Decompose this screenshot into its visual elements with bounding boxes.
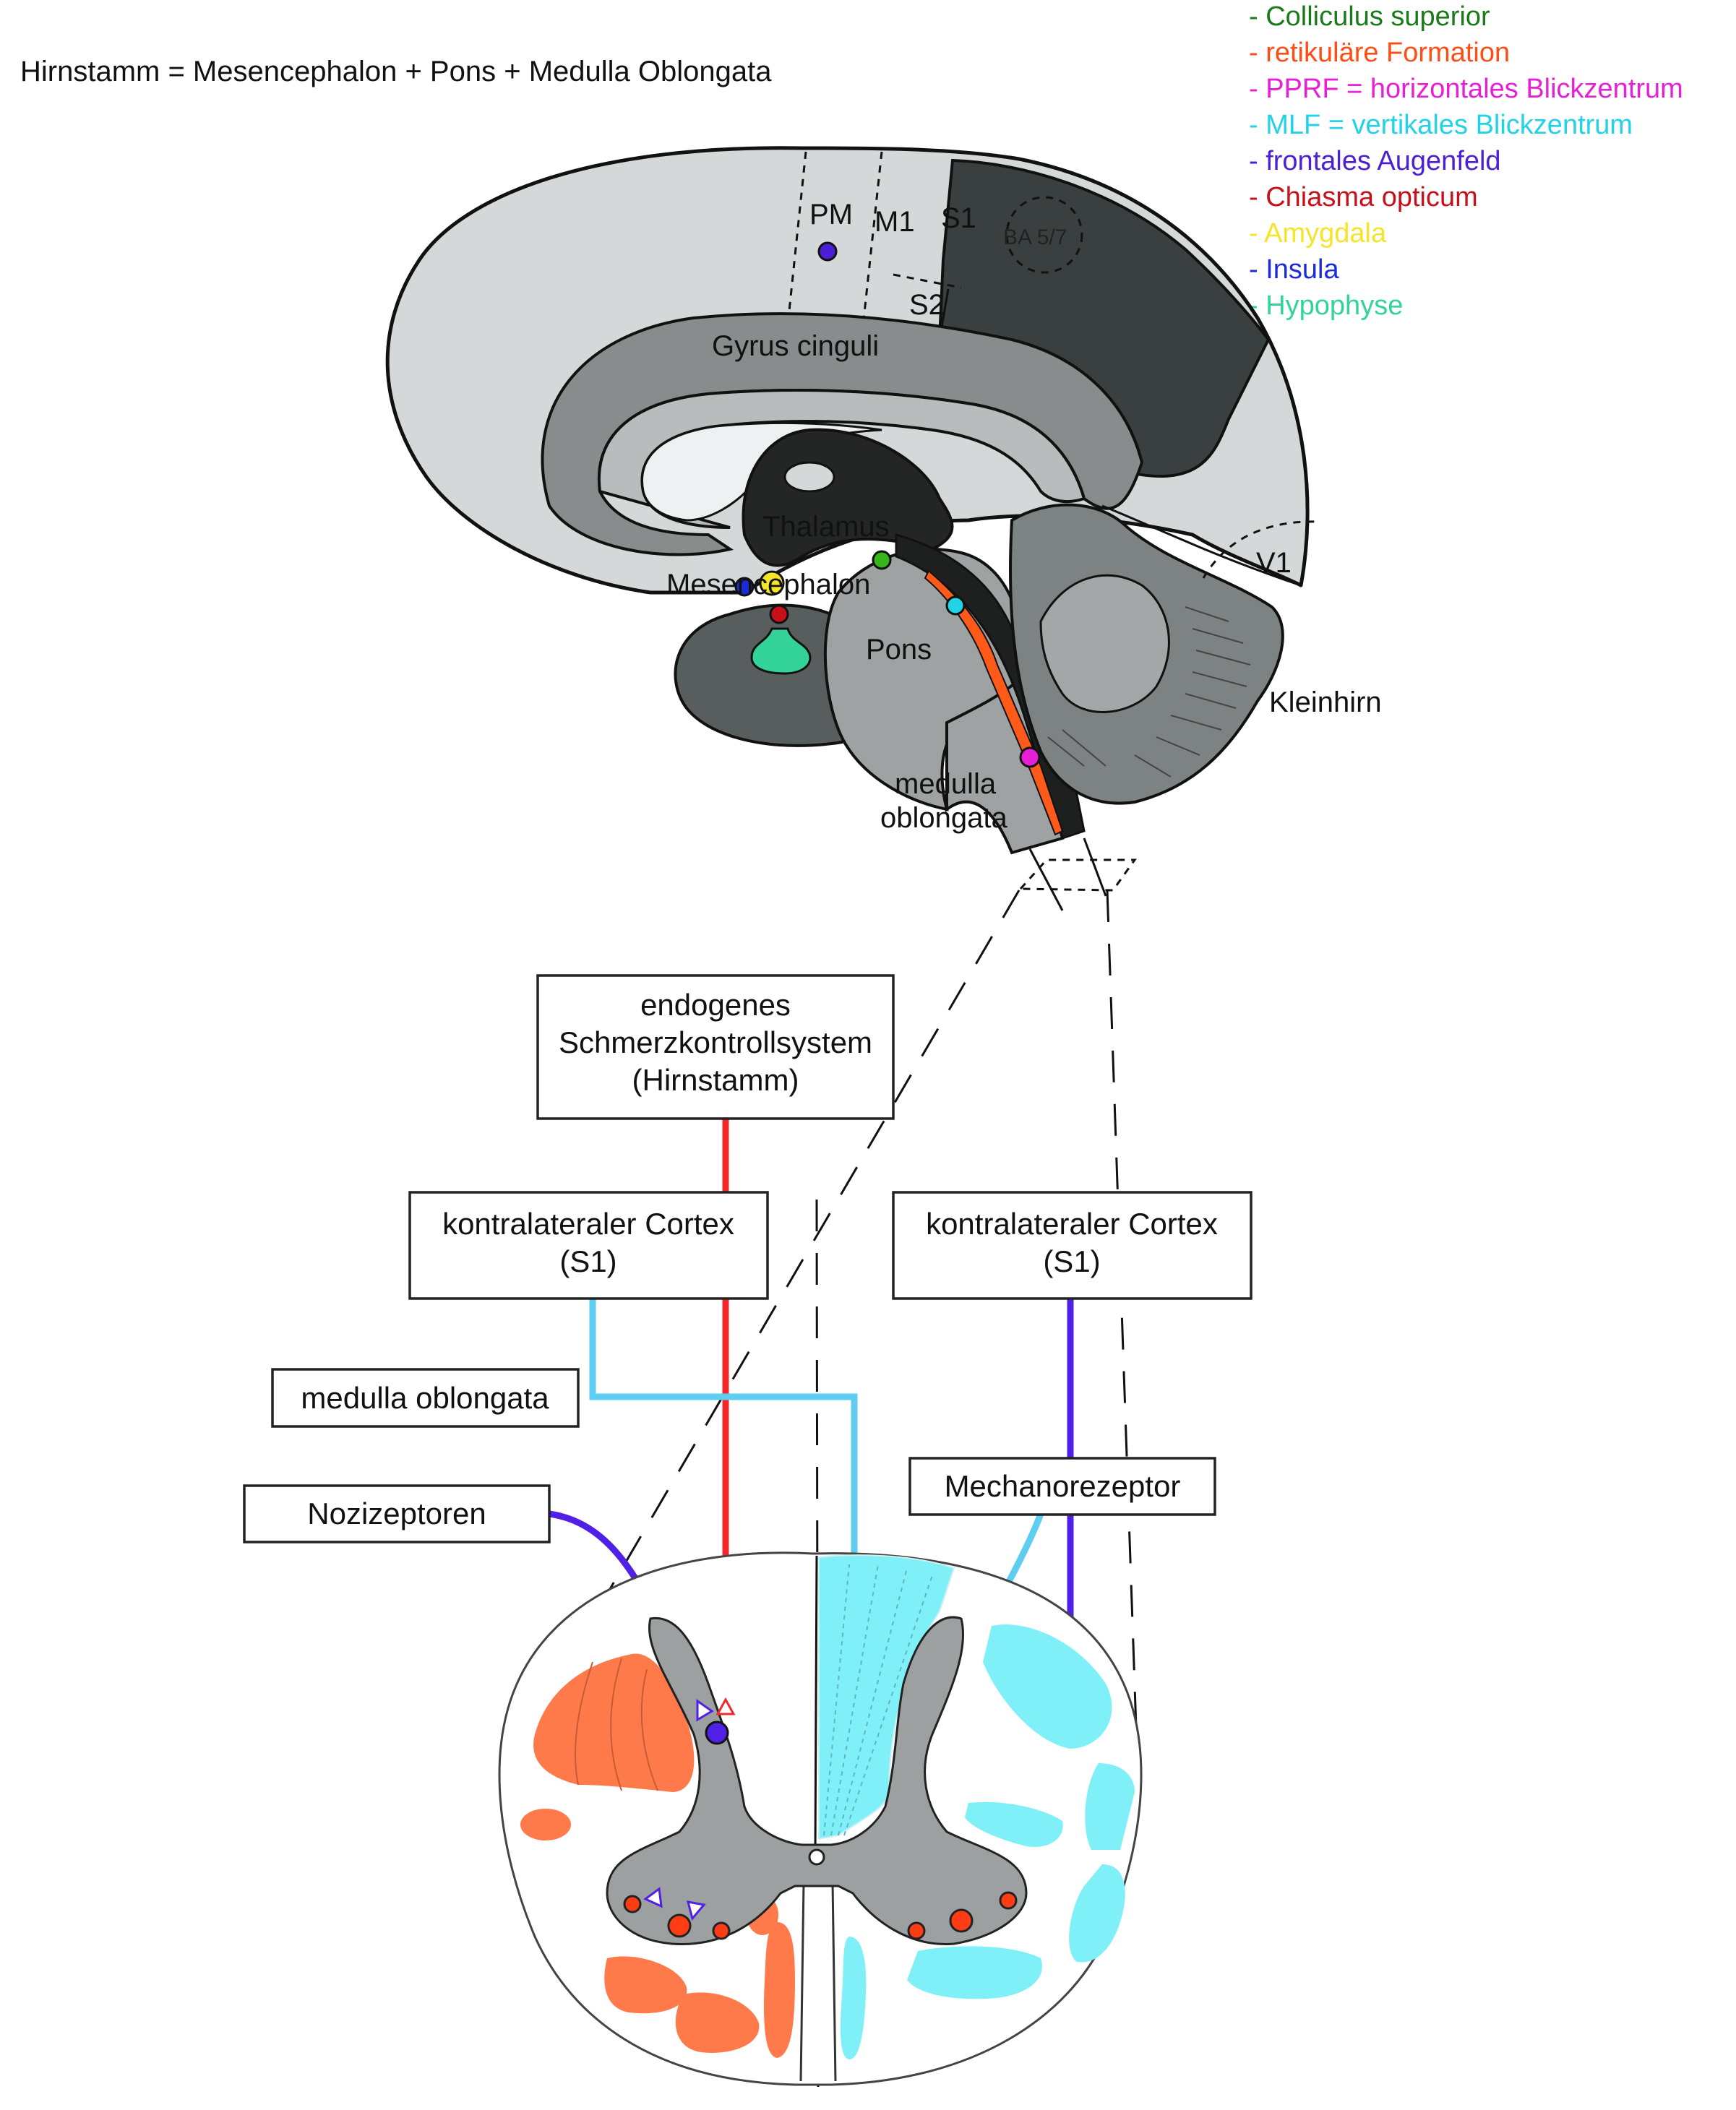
anterior-median-fissure <box>799 1882 837 2082</box>
central-canal <box>808 1848 825 1866</box>
motor-neuron <box>999 1891 1018 1910</box>
box-cortex-right-line2: (S1) <box>1043 1244 1100 1278</box>
box-medulla-label: medulla oblongata <box>301 1381 549 1415</box>
lateral-column-right-2 <box>1085 1763 1135 1850</box>
box-medulla: medulla oblongata <box>271 1368 580 1428</box>
box-endogenes-line1: endogenes <box>640 988 791 1022</box>
label-pons: Pons <box>866 634 932 666</box>
lateral-column-right <box>983 1624 1112 1749</box>
label-gyrus-cinguli: Gyrus cinguli <box>712 330 879 362</box>
label-s2: S2 <box>909 289 945 321</box>
frontales-augenfeld-dot <box>817 241 838 262</box>
insula-dot <box>734 577 755 597</box>
thalamus-region <box>742 428 954 567</box>
thalamus-hole <box>783 461 835 493</box>
box-medulla-frame <box>271 1368 580 1428</box>
motor-neuron <box>907 1921 926 1940</box>
label-medulla-line1: medulla <box>895 768 997 800</box>
descending-terminal-arrow <box>716 1697 736 1715</box>
label-pm: PM <box>809 199 853 231</box>
anterolateral-tract-left-2 <box>675 1992 760 2053</box>
label-v1: V1 <box>1256 547 1292 579</box>
legend-item-chiasma: - Chiasma opticum <box>1249 182 1478 212</box>
lateral-column-right-3 <box>1069 1864 1125 1963</box>
colliculus-superior-dot <box>872 550 892 570</box>
box-endogenes-frame <box>536 974 895 1120</box>
motor-neuron <box>623 1895 642 1913</box>
anterolateral-tract-left <box>604 1956 687 2014</box>
box-cortex-right-line1: kontralateraler Cortex <box>926 1207 1218 1241</box>
label-medulla-line2: oblongata <box>880 802 1007 834</box>
branch-terminal-arrow-1 <box>643 1887 663 1908</box>
amygdala-dot <box>759 570 785 596</box>
label-ba57: BA 5/7 <box>1003 225 1067 249</box>
projection-line-left <box>504 890 1020 1767</box>
box-cortex-left-line1: kontralateraler Cortex <box>442 1207 734 1241</box>
cut-plane <box>1018 858 1137 892</box>
legend-item-colliculus: - Colliculus superior <box>1249 1 1490 32</box>
box-nozizeptoren-label: Nozizeptoren <box>307 1497 486 1530</box>
label-kleinhirn: Kleinhirn <box>1269 686 1382 718</box>
s1-s2-border <box>893 273 962 289</box>
legend-item-hypophyse: - Hypophyse <box>1249 290 1403 321</box>
legend-item-mlf: - MLF = vertikales Blickzentrum <box>1249 110 1633 140</box>
projection-line-right <box>1106 890 1140 1791</box>
box-cortex-left-frame <box>408 1191 769 1300</box>
dorsal-horn-neuron <box>705 1721 729 1745</box>
motor-neuron <box>712 1921 731 1940</box>
m1-s1-border <box>860 151 883 340</box>
mlf-dot <box>945 595 966 616</box>
box-mechanorezeptor-label: Mechanorezeptor <box>945 1469 1181 1503</box>
label-s1: S1 <box>941 202 976 234</box>
hypophyse <box>750 627 812 675</box>
box-cortex-left: kontralateraler Cortex (S1) <box>408 1191 769 1300</box>
box-nozizeptoren: Nozizeptoren <box>243 1484 551 1543</box>
legend-item-pprf: - PPRF = horizontales Blickzentrum <box>1249 74 1683 104</box>
branch-terminal-arrow-2 <box>686 1900 706 1921</box>
v1-border <box>1202 520 1320 579</box>
spinal-cord-section <box>498 1551 1143 2086</box>
header-text: Hirnstamm = Mesencephalon + Pons + Medul… <box>20 56 772 87</box>
anterior-column-right-3 <box>840 1937 867 2059</box>
grey-matter <box>606 1616 1028 1945</box>
ba57-region <box>1005 196 1083 274</box>
anterior-column-right-2 <box>979 1952 1030 1986</box>
box-endogenes: endogenes Schmerzkontrollsystem (Hirnsta… <box>536 974 895 1120</box>
spinocerebellar-tract-left <box>533 1653 695 1792</box>
nociceptor-terminal-arrow <box>696 1699 714 1722</box>
lateral-tract-left <box>520 1809 571 1840</box>
pprf-dot <box>1019 746 1041 768</box>
legend-item-insula: - Insula <box>1249 254 1339 285</box>
box-nozizeptoren-frame <box>243 1484 551 1543</box>
lateral-column-right-4 <box>965 1801 1063 1847</box>
legend-item-frontales-augenfeld: - frontales Augenfeld <box>1249 146 1501 176</box>
legend-item-formatio-reticularis: - retikuläre Formation <box>1249 38 1510 68</box>
box-endogenes-line3: (Hirnstamm) <box>632 1063 799 1097</box>
label-m1: M1 <box>875 206 915 238</box>
posterior-median-septum <box>814 1555 818 1854</box>
motor-neuron <box>667 1913 692 1938</box>
parieto-occipital-line <box>1101 504 1302 587</box>
label-mesencephalon: Mesencephalon <box>666 569 870 600</box>
box-cortex-left-line2: (S1) <box>559 1244 616 1278</box>
chiasma-opticum-dot <box>769 604 789 624</box>
box-cortex-right: kontralateraler Cortex (S1) <box>892 1191 1252 1300</box>
brain-sagittal-section: PM M1 S1 S2 BA 5/7 Gyrus cinguli Thalamu… <box>385 146 1382 911</box>
cerebellum-hatching <box>1047 606 1251 778</box>
medulla-stub <box>1028 837 1107 911</box>
cerebellum-folia <box>1039 574 1170 713</box>
box-cortex-right-frame <box>892 1191 1252 1300</box>
anterior-tract-left <box>763 1922 795 2058</box>
motor-neuron <box>949 1908 974 1933</box>
legend-item-amygdala: - Amygdala <box>1249 218 1387 249</box>
spinocerebellar-tract-lines <box>575 1658 658 1791</box>
label-thalamus: Thalamus <box>762 511 890 543</box>
legend: - Colliculus superior - retikuläre Forma… <box>1249 1 1683 321</box>
box-mechanorezeptor-frame <box>908 1457 1216 1516</box>
box-mechanorezeptor: Mechanorezeptor <box>908 1457 1216 1516</box>
box-endogenes-line2: Schmerzkontrollsystem <box>559 1025 872 1059</box>
